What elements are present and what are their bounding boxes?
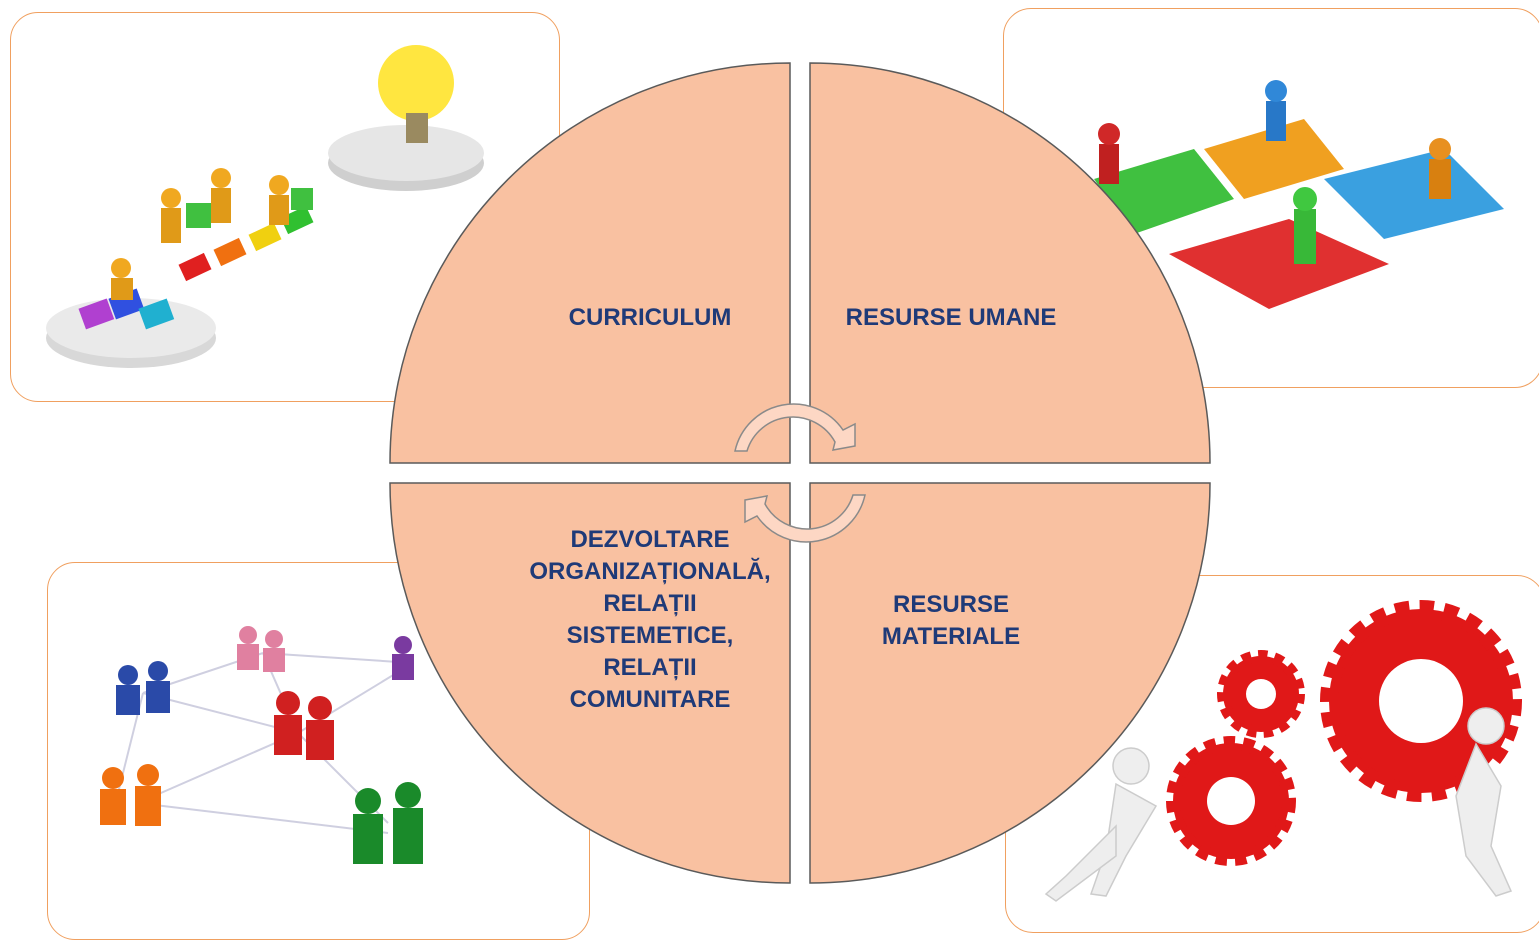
quadrant-label-line: RELAȚII [603,590,697,617]
cycle-arrow-bottom-icon [744,494,866,543]
puzzle-pieces-illustration [1094,80,1504,309]
puzzle-team-lightbulb-image [10,12,560,402]
gears-illustration [1044,600,1522,902]
quadrant-label-curriculum: CURRICULUM [520,302,780,334]
quadrant-label-line: RELAȚII [603,654,697,681]
cycle-arrows-icon [734,403,866,543]
quadrant-label-dezvoltare: DEZVOLTARE ORGANIZAȚIONALĂ, RELAȚII SIST… [510,524,790,716]
quadrant-label-line: MATERIALE [881,623,1021,650]
quadrant-label-resurse-materiale: RESURSE MATERIALE [835,589,1067,653]
quadrant-bottom-left [389,482,791,884]
quadrant-label-line: DEZVOLTARE [570,526,730,553]
quadrant-top-right [809,62,1211,464]
quadrant-label-line: RESURSE [892,591,1010,618]
gears-people-image [1005,575,1539,933]
quadrant-label-line: RESURSE UMANE [845,304,1057,331]
quadrant-wheel [389,62,1211,884]
quadrant-label-line: COMUNITARE [569,686,731,713]
lightbulb-puzzle-illustration [46,45,484,368]
quadrant-label-resurse-umane: RESURSE UMANE [815,302,1087,334]
quadrant-label-line: ORGANIZAȚIONALĂ, [529,558,771,585]
quadrant-bottom-right [809,482,1211,884]
quadrant-label-line: SISTEMETICE, [566,622,734,649]
network-illustration [100,626,423,864]
quadrant-label-line: CURRICULUM [568,304,732,331]
cycle-arrow-top-icon [734,403,856,452]
quadrant-top-left [389,62,791,464]
